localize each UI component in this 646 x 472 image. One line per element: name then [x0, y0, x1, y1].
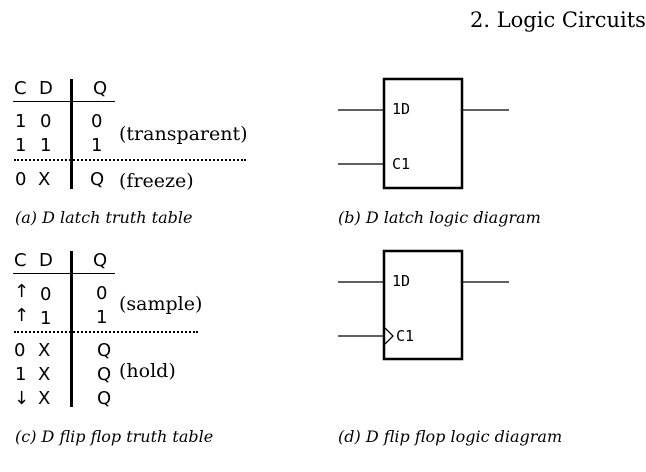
ff-row-3-c: 0: [14, 340, 26, 361]
clock-edge-triangle-icon: [384, 327, 394, 345]
latch-header-d: D: [39, 78, 53, 99]
latch-pin-1d: 1D: [392, 100, 411, 118]
latch-diagram-caption: (b) D latch logic diagram: [338, 208, 541, 227]
latch-row-2-q: 1: [91, 135, 103, 156]
ff-row-5-q: Q: [97, 388, 112, 409]
ff-row-3-d: X: [38, 340, 51, 361]
ff-row-2-q: 1: [96, 307, 108, 328]
section-header: 2. Logic Circuits: [470, 8, 646, 32]
latch-row-1-q: 0: [91, 111, 103, 132]
latch-table-caption: (a) D latch truth table: [15, 208, 193, 227]
ff-header-rule: [13, 273, 115, 274]
latch-row-1-d: 0: [40, 111, 52, 132]
ff-diagram-svg: [338, 249, 509, 361]
ff-row-3-q: Q: [97, 340, 112, 361]
ff-note-sample: (sample): [119, 293, 203, 315]
latch-row-1-c: 1: [15, 111, 27, 132]
latch-diagram-svg: [338, 77, 509, 190]
latch-dotted-separator: [14, 159, 246, 161]
ff-row-1-c: ↑: [14, 281, 30, 302]
ff-pin-1d: 1D: [392, 272, 411, 290]
ff-column-divider: [70, 251, 73, 407]
ff-header-d: D: [39, 250, 53, 271]
latch-pin-c1: C1: [392, 155, 411, 173]
latch-row-2-c: 1: [15, 135, 27, 156]
latch-column-divider: [70, 79, 73, 189]
latch-box: [382, 77, 464, 190]
page: 2. Logic Circuits C D Q 1 0 0 1 1 1 (tra…: [13, 8, 646, 446]
ff-row-5-d: X: [38, 388, 51, 409]
ff-row-4-q: Q: [97, 364, 112, 385]
latch-header-rule: [13, 101, 115, 102]
ff-header-c: C: [14, 250, 27, 271]
ff-diagram-caption: (d) D flip flop logic diagram: [338, 427, 563, 446]
ff-note-hold: (hold): [119, 360, 176, 382]
ff-row-2-c: ↑: [14, 305, 30, 326]
latch-header-c: C: [14, 78, 27, 99]
ff-row-4-d: X: [38, 364, 51, 385]
latch-header-q: Q: [93, 78, 108, 99]
ff-row-2-d: 1: [40, 308, 52, 329]
latch-row-2-d: 1: [40, 135, 52, 156]
ff-row-1-q: 0: [96, 283, 108, 304]
latch-row-3-c: 0: [15, 169, 27, 190]
latch-note-freeze: (freeze): [119, 170, 194, 192]
ff-row-4-c: 1: [15, 364, 27, 385]
ff-dotted-separator: [14, 331, 198, 333]
ff-row-5-c: ↓: [14, 388, 30, 409]
ff-box: [382, 249, 464, 361]
ff-row-1-d: 0: [40, 284, 52, 305]
latch-row-3-q: Q: [90, 169, 105, 190]
latch-row-3-d: X: [38, 169, 51, 190]
ff-table-caption: (c) D flip flop truth table: [15, 427, 214, 446]
ff-header-q: Q: [93, 250, 108, 271]
ff-pin-c1: C1: [396, 327, 415, 345]
latch-note-transparent: (transparent): [119, 123, 248, 145]
